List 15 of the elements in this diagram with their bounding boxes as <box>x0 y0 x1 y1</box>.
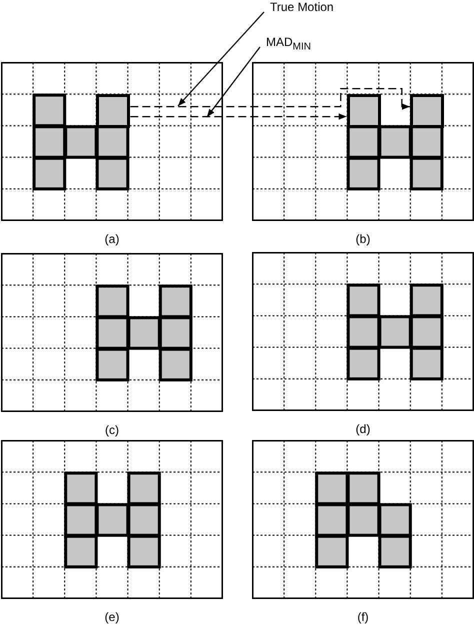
shaded-block <box>410 94 444 128</box>
panel-caption: (c) <box>105 423 119 437</box>
callout-text: MAD$_{MIN}$ <box>266 35 312 54</box>
panel-caption: (d) <box>356 422 370 436</box>
panel-caption: (a) <box>104 232 120 246</box>
arrow <box>130 113 347 120</box>
leader-line <box>178 12 264 106</box>
panel-caption: (b) <box>356 232 370 246</box>
callout-text: True Motion <box>270 0 334 14</box>
shaded-block <box>96 94 130 128</box>
arrow <box>130 88 410 110</box>
panel-caption: (f) <box>357 610 369 624</box>
leader-line <box>206 46 260 118</box>
panel-caption: (e) <box>104 610 120 624</box>
shaded-block <box>346 94 382 128</box>
